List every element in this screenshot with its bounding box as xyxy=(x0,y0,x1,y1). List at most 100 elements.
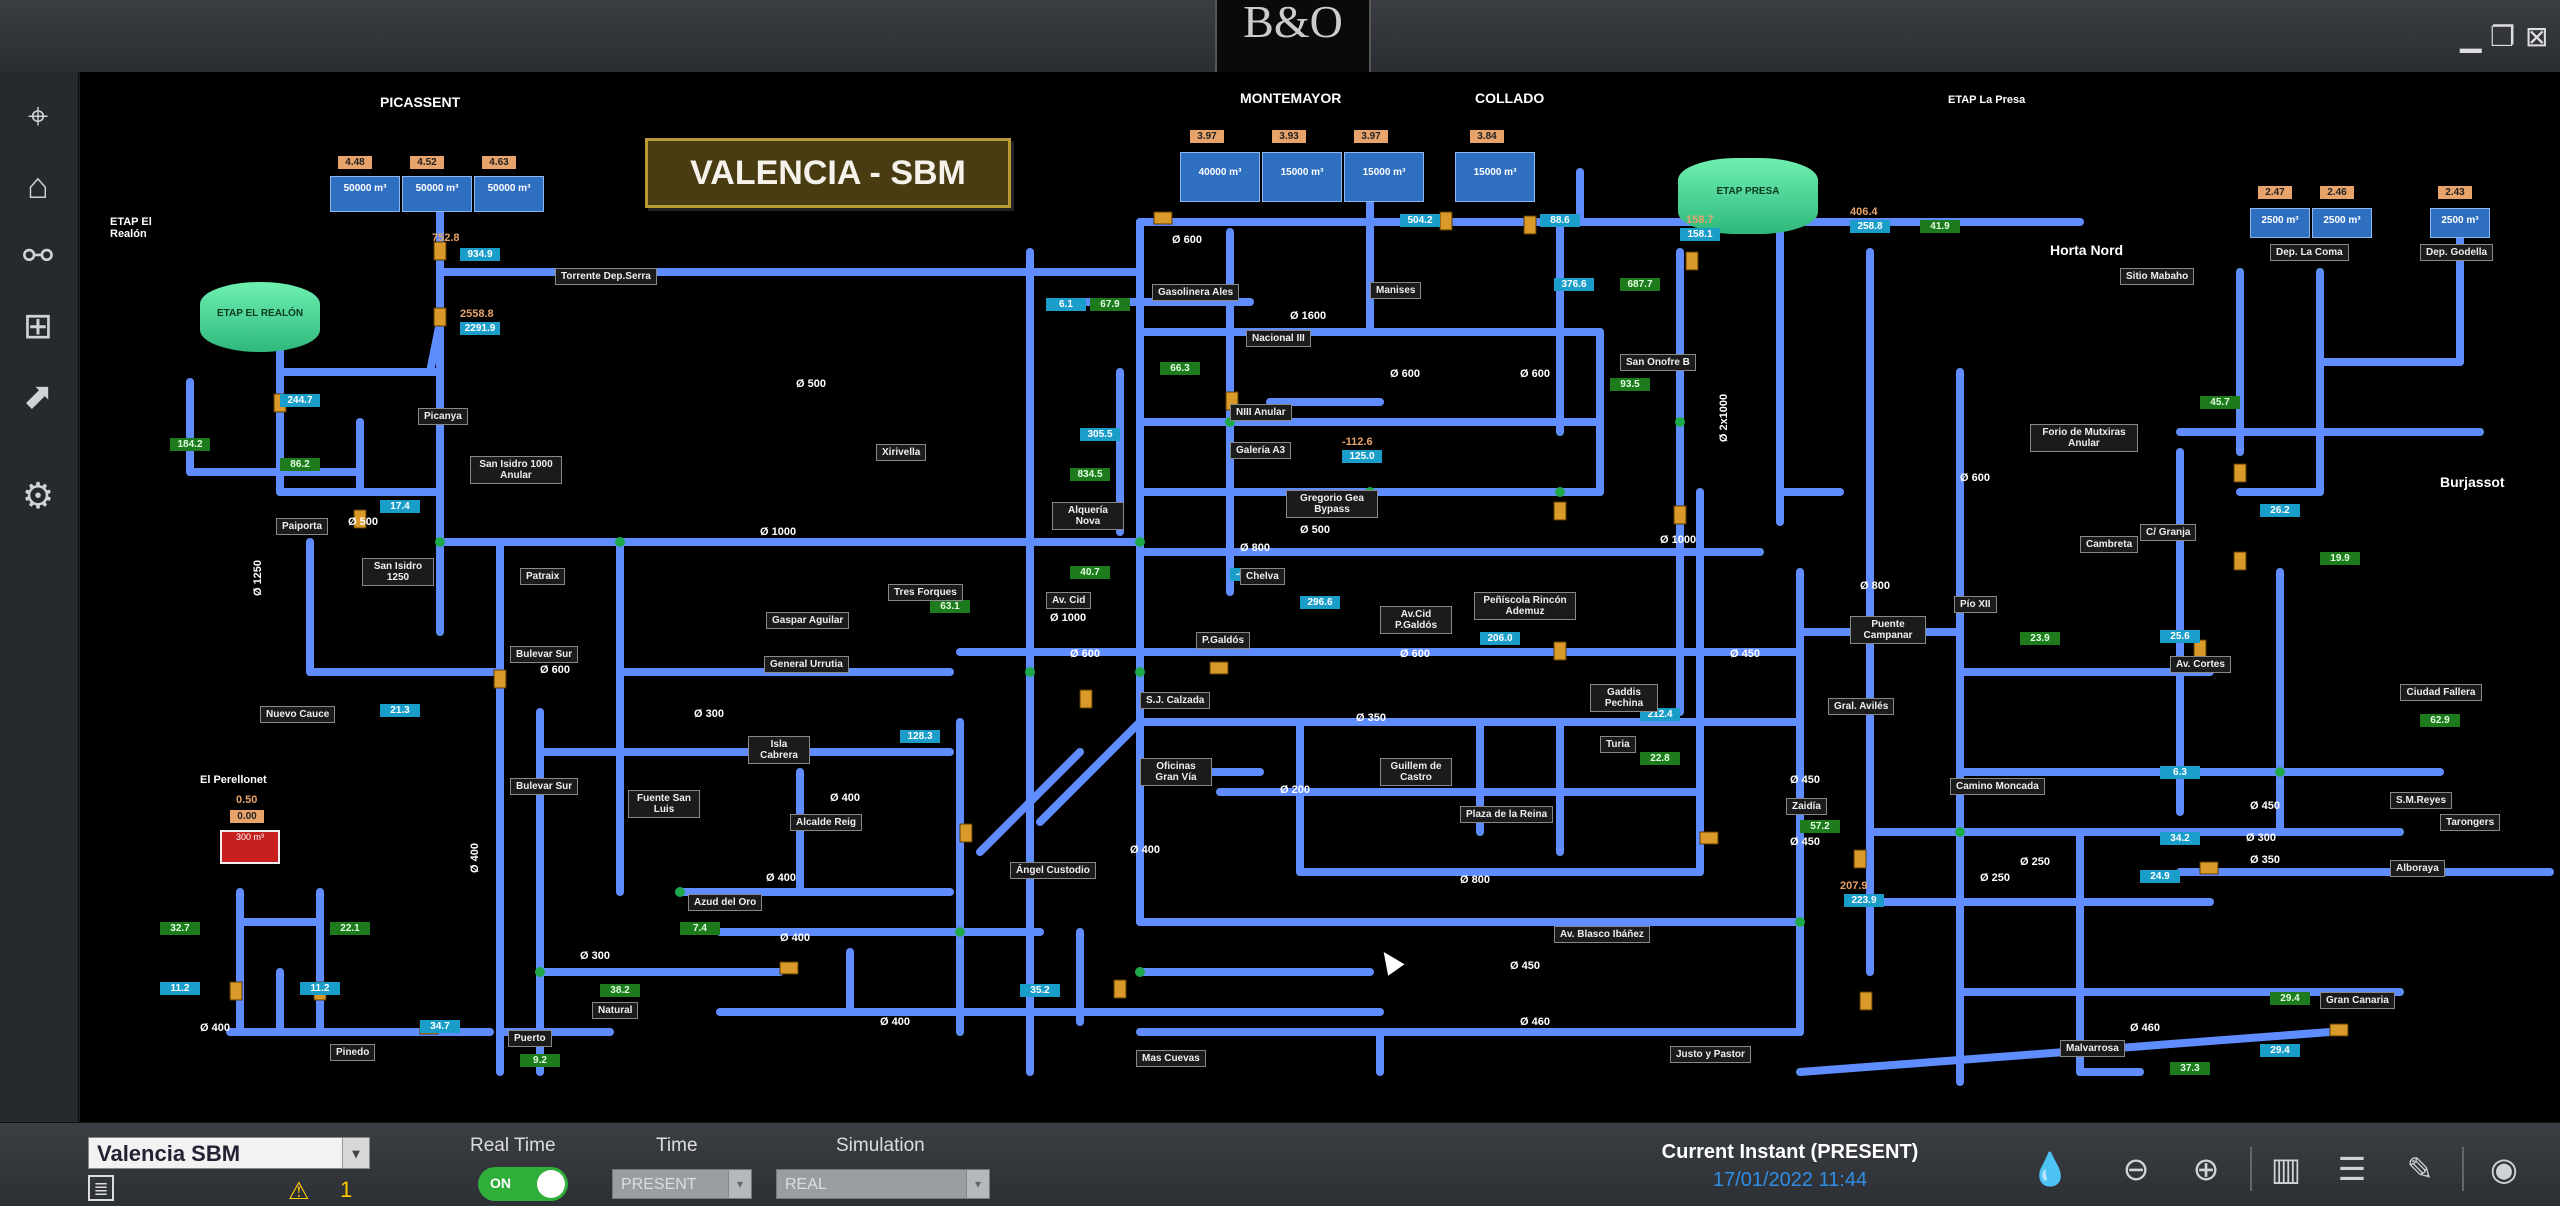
node-av-cid-2[interactable]: Av.Cid P.Galdós xyxy=(1380,606,1452,634)
node-patraix[interactable]: Patraix xyxy=(520,568,566,585)
node-azud-oro[interactable]: Azud del Oro xyxy=(688,894,763,911)
tank-montemayor-3[interactable]: 15000 m³ xyxy=(1344,152,1424,202)
node-plaza-reina[interactable]: Plaza de la Reina xyxy=(1460,806,1554,823)
node-manises[interactable]: Manises xyxy=(1370,282,1422,299)
node-av-blasco[interactable]: Av. Blasco Ibáñez xyxy=(1554,926,1650,943)
node-natural[interactable]: Natural xyxy=(592,1002,639,1019)
network-diagram[interactable]: VALENCIA - SBM PICASSENT MONTEMAYOR COLL… xyxy=(80,72,2560,1122)
node-justo-pastor[interactable]: Justo y Pastor xyxy=(1670,1046,1751,1063)
tank-la-coma-1[interactable]: 2500 m³ xyxy=(2250,208,2310,238)
tank-montemayor-2[interactable]: 15000 m³ xyxy=(1262,152,1342,202)
zoom-out-icon[interactable]: ⊖ xyxy=(2122,1151,2150,1187)
tank-picassent-1[interactable]: 50000 m³ xyxy=(330,176,400,212)
list-icon[interactable]: ☰ xyxy=(2337,1151,2367,1187)
chevron-down-icon[interactable]: ▾ xyxy=(342,1138,369,1168)
node-san-isidro-2[interactable]: San Isidro 1250 xyxy=(362,558,434,586)
bar-chart-icon[interactable]: ▥ xyxy=(2270,1151,2302,1187)
node-gasolinera[interactable]: Gasolinera Ales xyxy=(1152,284,1240,301)
node-nii-anular[interactable]: NIII Anular xyxy=(1230,404,1292,421)
node-general-urrutia[interactable]: General Urrutia xyxy=(764,656,849,673)
node-sj-calzada[interactable]: S.J. Calzada xyxy=(1140,692,1211,709)
node-zaidia[interactable]: Zaidía xyxy=(1786,798,1827,815)
label-gran-canaria[interactable]: Gran Canaria xyxy=(2320,992,2395,1009)
node-gaspar-aguilar[interactable]: Gaspar Aguilar xyxy=(766,612,850,629)
close-icon[interactable]: ⊠ xyxy=(2525,21,2549,52)
settings-icon[interactable]: ⚙ xyxy=(21,475,55,516)
node-bulevar-sur[interactable]: Bulevar Sur xyxy=(510,646,579,663)
zoom-in-icon[interactable]: ⊕ xyxy=(2192,1151,2220,1187)
tank-etap-realon[interactable]: ETAP EL REALÓN xyxy=(200,282,320,352)
node-paiporta[interactable]: Paiporta xyxy=(276,518,329,535)
node-pechinal[interactable]: Peñíscola Rincón Ademuz xyxy=(1474,592,1576,620)
node-alboraya[interactable]: Alboraya xyxy=(2390,860,2445,877)
cval-nuevo-cauce: 21.3 xyxy=(380,704,420,717)
node-gregorio-gea[interactable]: Gregorio Gea Bypass xyxy=(1286,490,1378,518)
node-pgaldos[interactable]: P.Galdós xyxy=(1196,632,1251,649)
tank-godella-1[interactable]: 2500 m³ xyxy=(2430,208,2490,238)
tank-la-coma-2[interactable]: 2500 m³ xyxy=(2312,208,2372,238)
location-select[interactable]: Valencia SBM ▾ xyxy=(88,1137,370,1169)
node-sitio-mabaho[interactable]: Sitio Mabaho xyxy=(2120,268,2195,285)
tank-perellonet[interactable]: 300 m³ xyxy=(220,830,280,864)
node-c-granja[interactable]: C/ Granja xyxy=(2140,524,2197,541)
label-dep-la-coma[interactable]: Dep. La Coma xyxy=(2270,244,2349,261)
node-picanya[interactable]: Picanya xyxy=(418,408,468,425)
node-puente-campanar[interactable]: Puente Campanar xyxy=(1850,616,1926,644)
node-turia[interactable]: Turia xyxy=(1600,736,1636,753)
node-xirivella[interactable]: Xirivella xyxy=(876,444,927,461)
node-torrente[interactable]: Torrente Dep.Serra xyxy=(555,268,657,285)
node-sm-reyes[interactable]: S.M.Reyes xyxy=(2390,792,2453,809)
node-puerto[interactable]: Puerto xyxy=(508,1030,552,1047)
node-malvarrosa[interactable]: Malvarrosa xyxy=(2060,1040,2125,1057)
minimize-icon[interactable]: ▁ xyxy=(2460,21,2482,52)
node-galeria-a3[interactable]: Galería A3 xyxy=(1230,442,1292,459)
node-pinedo[interactable]: Pinedo xyxy=(330,1044,376,1061)
node-san-onofre[interactable]: San Onofre B xyxy=(1620,354,1696,371)
restore-icon[interactable]: ❐ xyxy=(2490,21,2516,52)
node-pio-xii[interactable]: Pío XII xyxy=(1954,596,1997,613)
grid-icon[interactable]: ⊞ xyxy=(22,305,54,346)
node-camino-moncada[interactable]: Camino Moncada xyxy=(1950,778,2045,795)
node-isla-cabrera[interactable]: Isla Cabrera xyxy=(748,736,810,764)
node-angel-custodio[interactable]: Ángel Custodio xyxy=(1010,862,1096,879)
tank-montemayor-1[interactable]: 40000 m³ xyxy=(1180,152,1260,202)
label-dep-godella[interactable]: Dep. Godella xyxy=(2420,244,2494,261)
buildings-icon[interactable]: ⌂ xyxy=(27,165,49,206)
node-gral-aviles[interactable]: Gral. Avilés xyxy=(1828,698,1895,715)
tank-collado-1[interactable]: 15000 m³ xyxy=(1455,152,1535,202)
node-nacional-3[interactable]: Nacional III xyxy=(1246,330,1311,347)
node-mas-cuevas[interactable]: Mas Cuevas xyxy=(1136,1050,1206,1067)
node-av-cid[interactable]: Av. Cid xyxy=(1046,592,1092,609)
node-gaddis[interactable]: Gaddis Pechina xyxy=(1590,684,1658,712)
tank-picassent-2[interactable]: 50000 m³ xyxy=(402,176,472,212)
left-sidebar: ⌖ ⌂ ⚯ ⊞ ⬈ ⚙ xyxy=(0,72,79,1122)
node-foris[interactable]: Forio de Mutxiras Anular xyxy=(2030,424,2138,452)
node-tarongers[interactable]: Tarongers xyxy=(2440,814,2501,831)
node-av-cortes[interactable]: Av. Cortes xyxy=(2170,656,2231,673)
edit-icon[interactable]: ✎ xyxy=(2406,1151,2434,1187)
node-fuente-san-luis[interactable]: Fuente San Luis xyxy=(628,790,700,818)
network-icon[interactable]: ⚯ xyxy=(22,235,54,276)
warning-icon[interactable]: ⚠ xyxy=(288,1178,310,1205)
level-picassent-3: 4.63 xyxy=(482,156,516,169)
trend-chart-icon[interactable]: ⬈ xyxy=(22,375,54,416)
node-guillem[interactable]: Guillem de Castro xyxy=(1380,758,1452,786)
label-ciudad-fallera[interactable]: Ciudad Fallera xyxy=(2400,684,2482,701)
node-san-isidro-1[interactable]: San Isidro 1000 Anular xyxy=(470,456,562,484)
node-nuevo-cauce[interactable]: Nuevo Cauce xyxy=(260,706,336,723)
tank-picassent-3[interactable]: 50000 m³ xyxy=(474,176,544,212)
level-collado-1: 3.84 xyxy=(1470,130,1504,143)
eye-icon[interactable]: ◉ xyxy=(2490,1151,2518,1187)
location-icon[interactable]: ⌖ xyxy=(27,95,49,136)
node-tres-forques[interactable]: Tres Forques xyxy=(888,584,963,601)
node-chelva[interactable]: Chelva xyxy=(1240,568,1285,585)
node-alqueria-nova[interactable]: Alquería Nova xyxy=(1052,502,1124,530)
water-drop-icon[interactable]: 💧 xyxy=(2030,1151,2070,1187)
node-cambreta[interactable]: Cambreta xyxy=(2080,536,2139,553)
tank-etap-presa[interactable]: ETAP PRESA xyxy=(1678,158,1818,234)
real-time-toggle[interactable]: ON xyxy=(478,1167,568,1201)
node-oficinas-gran-via[interactable]: Oficinas Gran Vía xyxy=(1140,758,1212,786)
node-bulevar-sur-2[interactable]: Bulevar Sur xyxy=(510,778,579,795)
node-alcalde-reig[interactable]: Alcalde Reig xyxy=(790,814,863,831)
list-view-icon[interactable]: ≣ xyxy=(88,1175,114,1201)
